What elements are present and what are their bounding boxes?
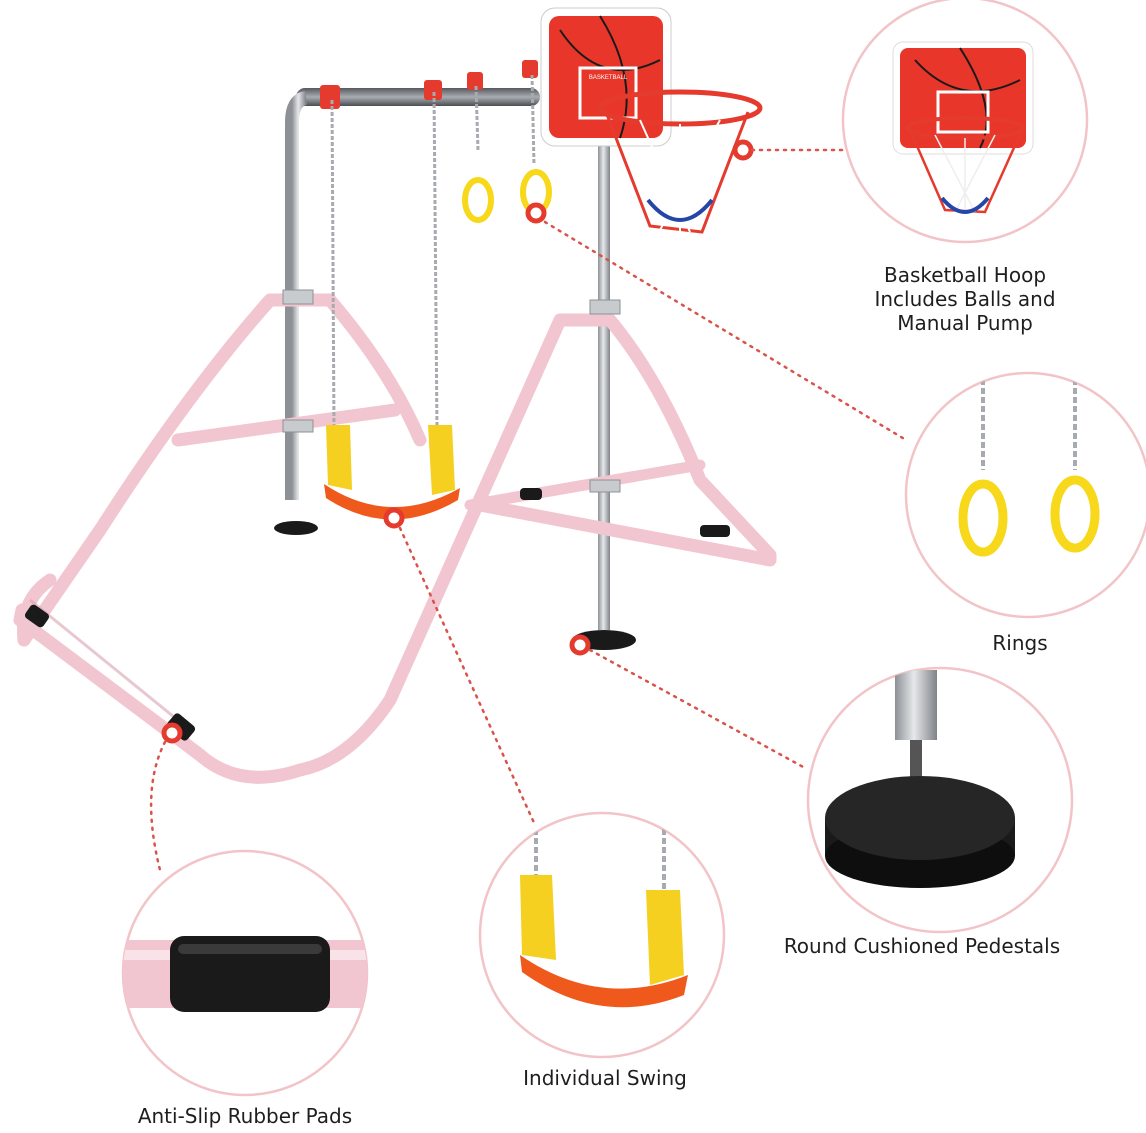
callout-swing	[478, 811, 726, 1059]
label-basketball-hoop: Basketball Hoop Includes Balls and Manua…	[835, 263, 1095, 335]
callout-rings	[904, 371, 1146, 619]
pink-crossbrace	[464, 459, 706, 511]
frame-rubber-pad	[166, 713, 196, 741]
callout-leader-lines	[149, 148, 908, 872]
label-basketball-line-1: Basketball Hoop	[883, 263, 1047, 287]
frame-bracket	[589, 299, 621, 315]
pink-base-loop	[13, 313, 777, 784]
swing-set-frame	[13, 60, 777, 784]
gymnastic-rings-icon	[958, 373, 1100, 557]
crossbar-clamp	[467, 72, 483, 90]
swing-chains	[330, 74, 536, 431]
rubber-pad-icon	[123, 936, 367, 1012]
crossbar-clamp	[522, 60, 538, 78]
frame-rubber-pad	[520, 488, 542, 500]
backboard-text: BASKETBALL	[589, 75, 628, 81]
label-basketball-line-2: Includes Balls and	[874, 287, 1056, 311]
frame-bracket	[282, 289, 314, 305]
callout-pedestals	[806, 666, 1074, 934]
callout-circle	[904, 371, 1146, 619]
crossbar-clamp	[320, 85, 340, 109]
callout-basketball	[841, 0, 1089, 244]
callout-pads	[121, 849, 369, 1097]
pedestal-base	[274, 521, 318, 535]
swing-seat-icon	[520, 820, 688, 1008]
crossbar-clamp	[424, 80, 442, 100]
top-crossbar	[296, 88, 540, 106]
main-basketball-hoop: BASKETBALL	[540, 7, 763, 234]
pedestal-base-icon	[825, 670, 1015, 888]
label-pedestals: Round Cushioned Pedestals	[783, 934, 1061, 958]
left-upright	[285, 91, 308, 500]
frame-rubber-pad	[700, 525, 730, 537]
marker-dots	[161, 139, 754, 744]
label-basketball-line-3: Manual Pump	[897, 311, 1033, 335]
callout-circle	[478, 811, 726, 1059]
label-individual-swing: Individual Swing	[523, 1066, 687, 1090]
frame-bracket	[589, 479, 621, 493]
frame-bracket	[282, 419, 314, 433]
basketball-hoop-icon	[892, 41, 1034, 214]
label-rings: Rings	[992, 631, 1048, 655]
right-upright	[598, 140, 610, 630]
main-swing-seat	[324, 425, 460, 520]
frame-rubber-pad	[24, 604, 50, 628]
label-anti-slip-pads: Anti-Slip Rubber Pads	[137, 1104, 353, 1128]
pink-a-frame-left	[17, 293, 427, 647]
